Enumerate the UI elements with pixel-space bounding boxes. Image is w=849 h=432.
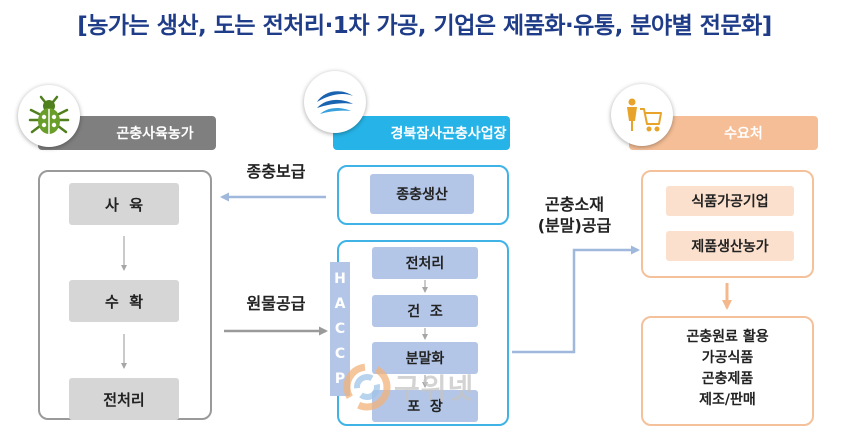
breeding-step: 종충생산	[370, 174, 474, 214]
agency-header-label: 경북잠사곤충사업장	[390, 126, 507, 142]
seed-supply-label: 종충보급	[246, 162, 306, 181]
farm-step-rearing: 사 육	[69, 183, 179, 225]
process-step-pretreatment: 전처리	[372, 247, 478, 279]
page-title: [농가는 생산, 도는 전처리·1차 가공, 기업은 제품화·유통, 분야별 전…	[77, 13, 772, 39]
haccp-letter: A	[334, 295, 346, 312]
haccp-badge: H A C C P	[330, 262, 350, 396]
use-item: 제조/판매	[699, 392, 756, 408]
buyer-food-company: 식품가공기업	[666, 186, 794, 216]
farm-header-label: 곤충사육농가	[116, 126, 194, 142]
shopping-cart-icon	[611, 84, 673, 146]
uses-panel	[641, 316, 814, 426]
demand-header-label: 수요처	[724, 126, 763, 142]
raw-supply-label: 원물공급	[246, 294, 306, 313]
watermark: 구위넷	[340, 360, 474, 414]
uses-list: 곤충원료 활용 가공식품 곤충제품 제조/판매	[641, 327, 814, 411]
material-supply-line2: (분말)공급	[537, 216, 612, 235]
process-step-packaging: 포 장	[372, 390, 478, 422]
use-item: 곤충제품	[701, 371, 754, 387]
beetle-icon	[18, 85, 80, 147]
agency-header: 경북잠사곤충사업장	[333, 116, 510, 150]
farm-step-harvest: 수 확	[69, 280, 179, 322]
process-step-powdering: 분말화	[372, 342, 478, 374]
buyer-product-farm: 제품생산농가	[666, 231, 794, 261]
material-supply-arrow	[512, 245, 640, 354]
haccp-letter: C	[334, 320, 346, 337]
process-step-drying: 건 조	[372, 295, 478, 327]
watermark-logo-icon	[343, 363, 391, 411]
agency-logo-icon	[304, 71, 366, 133]
watermark-text: 구위넷	[394, 372, 475, 405]
haccp-letter: P	[334, 371, 346, 388]
use-item: 가공식품	[701, 350, 754, 366]
farm-step-pretreatment: 전처리	[69, 378, 179, 420]
haccp-letter: H	[334, 270, 346, 287]
material-supply-label: 곤충소재 (분말)공급	[522, 194, 627, 236]
use-item: 곤충원료 활용	[686, 329, 769, 345]
haccp-letter: C	[334, 346, 346, 363]
material-supply-line1: 곤충소재	[545, 195, 604, 214]
